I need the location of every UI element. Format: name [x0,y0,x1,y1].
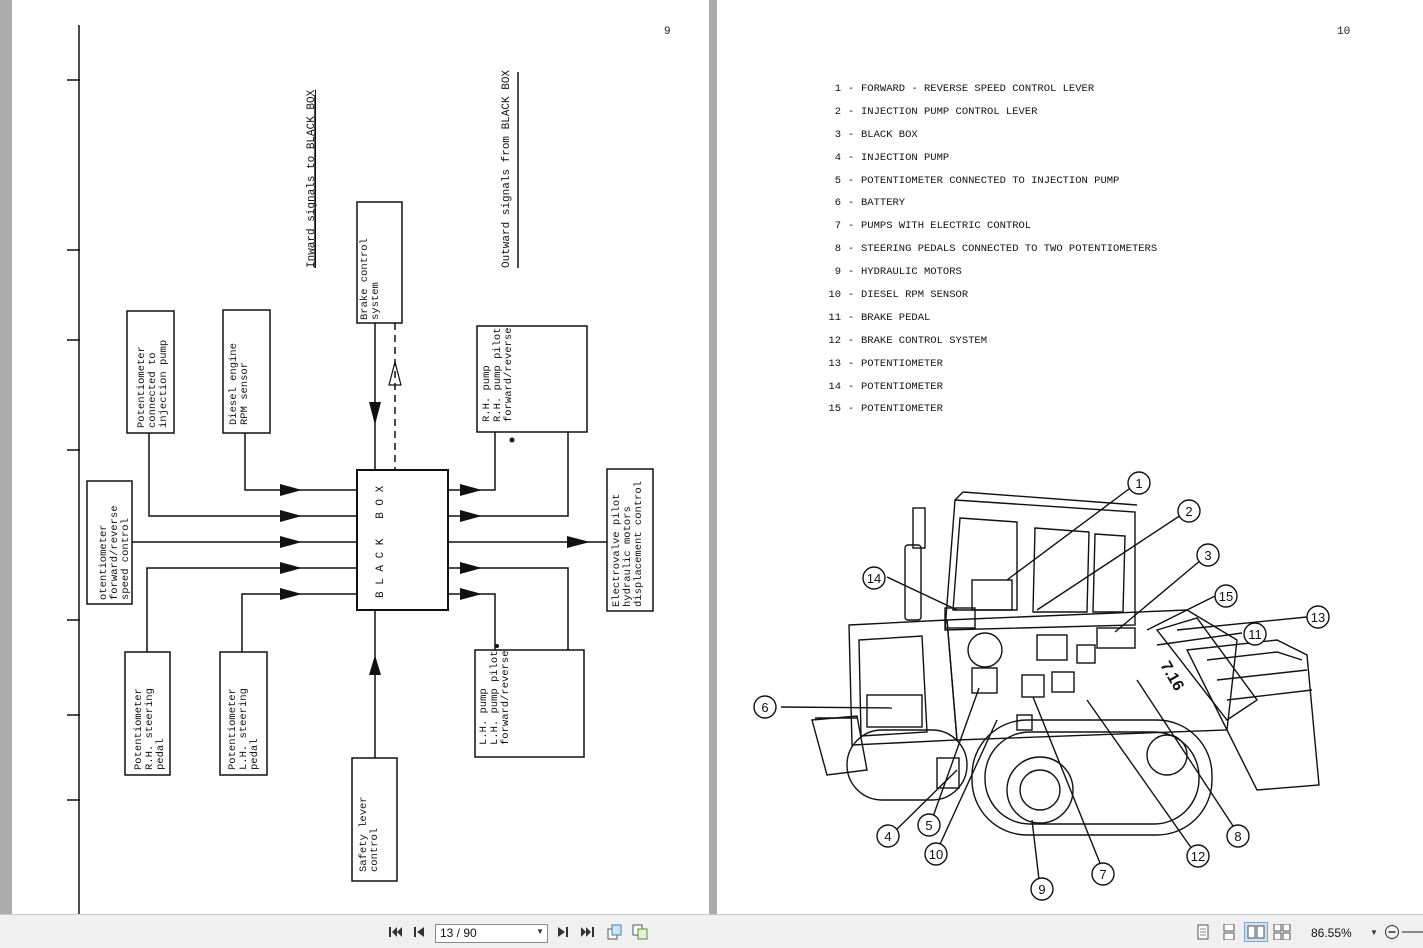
list-item: 15-POTENTIOMETER [828,403,943,416]
two-page-continuous-icon[interactable] [1272,922,1292,942]
block-diagram [67,25,654,914]
list-item: 13-POTENTIOMETER [828,357,943,370]
document-page-left: 9 [12,0,709,914]
box-black-box [356,469,449,611]
label-brake-control: Brake control system [359,238,382,320]
list-item: 10-DIESEL RPM SENSOR [828,289,969,302]
label-potentiometer-injection: Potentiometer connected to injection pum… [136,339,170,428]
first-page-icon[interactable] [386,922,406,942]
callout-11: 11 [1248,627,1262,642]
viewer-toolbar: 13 / 90 ▼ 86.55% ▼ [0,914,1423,948]
label-diesel-rpm: Diesel engine RPM sensor [228,343,251,425]
prev-page-icon[interactable] [410,922,430,942]
box-brake-control [356,201,403,324]
list-item: 12-BRAKE CONTROL SYSTEM [828,334,988,347]
label-lh-pump: L.H. pump L.H. pump pilot forward/revers… [478,650,512,745]
callout-5: 5 [925,818,932,833]
chevron-down-icon: ▼ [536,927,544,936]
list-item: 4-INJECTION PUMP [834,151,950,164]
list-item: 9-HYDRAULIC MOTORS [834,266,962,279]
list-item: 14-POTENTIOMETER [828,380,943,393]
continuous-icon[interactable] [1219,922,1239,942]
machine-badge: 7.16 [1157,659,1187,695]
list-item: 11-BRAKE PEDAL [828,311,931,324]
copy-icon[interactable] [630,922,650,942]
callout-8: 8 [1234,829,1241,844]
callout-2: 2 [1185,504,1192,519]
page-number: 9 [664,26,671,38]
box-potentiometer-injection [126,310,175,434]
callout-4: 4 [884,829,891,844]
page-number-select[interactable]: 13 / 90 ▼ [435,924,548,943]
zoom-level[interactable]: 86.55% [1311,926,1352,940]
single-page-icon[interactable] [1193,922,1213,942]
zoom-slider[interactable] [1402,922,1423,942]
document-page-right: 10 1-FORWARD - REVERSE SPEED CONTROL LEV… [717,0,1423,914]
parts-list: 1-FORWARD - REVERSE SPEED CONTROL LEVER … [815,83,1157,426]
box-lh-steering [219,651,268,776]
label-speed-control: otentiometer forward/reverse speed contr… [98,505,132,600]
callout-7: 7 [1099,867,1106,882]
callout-9: 9 [1038,882,1045,897]
two-page-icon[interactable] [1244,922,1268,942]
box-electrovalve [606,468,654,612]
callout-3: 3 [1204,548,1211,563]
list-item: 2-INJECTION PUMP CONTROL LEVER [834,105,1038,118]
box-rh-pump [476,325,588,433]
label-rh-pump: R.H. pump R.H. pump pilot forward/revers… [481,327,515,422]
list-item: 8-STEERING PEDALS CONNECTED TO TWO POTEN… [834,243,1158,256]
label-black-box: B L A C K B O X [375,485,387,598]
crawler-loader-illustration: 7.16 1 2 3 4 5 6 7 8 9 10 11 12 [753,471,1330,901]
callout-14: 14 [867,571,881,586]
callout-12: 12 [1191,849,1205,864]
list-item: 1-FORWARD - REVERSE SPEED CONTROL LEVER [834,83,1095,95]
box-lh-pump [474,649,585,758]
callout-10: 10 [929,847,943,862]
page-indicator: 13 / 90 [440,926,477,940]
box-diesel-rpm [222,309,271,434]
list-item: 6-BATTERY [834,197,906,210]
callout-13: 13 [1311,610,1325,625]
rotate-icon[interactable] [604,922,624,942]
page-number: 10 [1337,26,1351,38]
next-page-icon[interactable] [552,922,572,942]
heading-inward-signals: Inward signals to BLACK BOX [306,89,318,268]
callout-15: 15 [1219,589,1233,604]
zoom-dropdown-icon[interactable]: ▼ [1370,927,1378,937]
label-lh-steering: Potentiometer L.H. steering pedal [227,688,261,770]
list-item: 7-PUMPS WITH ELECTRIC CONTROL [834,220,1032,233]
callout-1: 1 [1135,476,1142,491]
label-rh-steering: Potentiometer R.H. steering pedal [133,688,167,770]
heading-outward-signals: Outward signals from BLACK BOX [501,69,513,268]
zoom-out-icon[interactable] [1382,922,1402,942]
list-item: 3-BLACK BOX [834,128,918,141]
list-item: 5-POTENTIOMETER CONNECTED TO INJECTION P… [834,174,1120,187]
callout-6: 6 [761,700,768,715]
label-safety-lever: Safety lever control [358,796,381,872]
last-page-icon[interactable] [578,922,598,942]
label-electrovalve: Electrovalve pilot hydraulic motors disp… [611,480,645,607]
